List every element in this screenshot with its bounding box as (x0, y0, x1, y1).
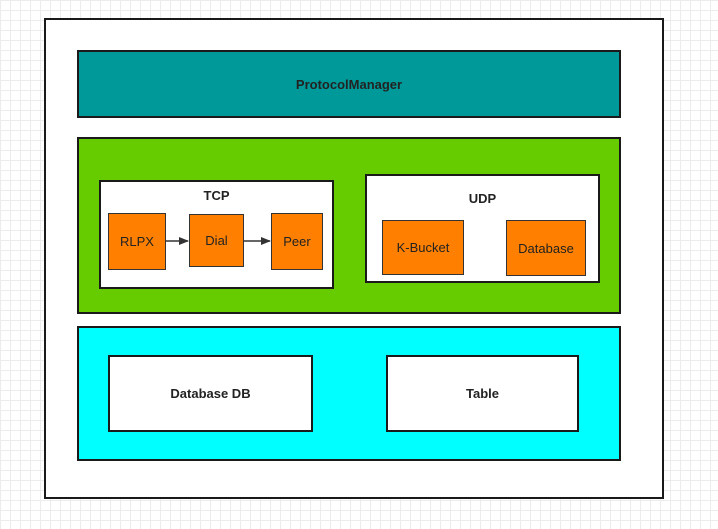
k-bucket-node: K-Bucket (382, 220, 464, 275)
dial-node: Dial (189, 214, 244, 267)
protocol-manager-label: ProtocolManager (295, 76, 403, 92)
peer-label: Peer (283, 234, 311, 249)
udp-title: UDP (468, 191, 497, 206)
table-box: Table (386, 355, 579, 432)
table-label: Table (466, 386, 499, 401)
k-bucket-label: K-Bucket (396, 240, 450, 255)
database-label: Database (518, 240, 574, 256)
database-db-box: Database DB (108, 355, 313, 432)
tcp-title: TCP (203, 188, 230, 203)
rlpx-node: RLPX (108, 213, 166, 270)
peer-node: Peer (271, 213, 323, 270)
dial-label: Dial (205, 233, 228, 248)
database-node: Database (506, 220, 586, 276)
rlpx-label: RLPX (120, 234, 154, 249)
protocol-manager-box: ProtocolManager (77, 50, 621, 118)
database-db-label: Database DB (170, 386, 251, 401)
